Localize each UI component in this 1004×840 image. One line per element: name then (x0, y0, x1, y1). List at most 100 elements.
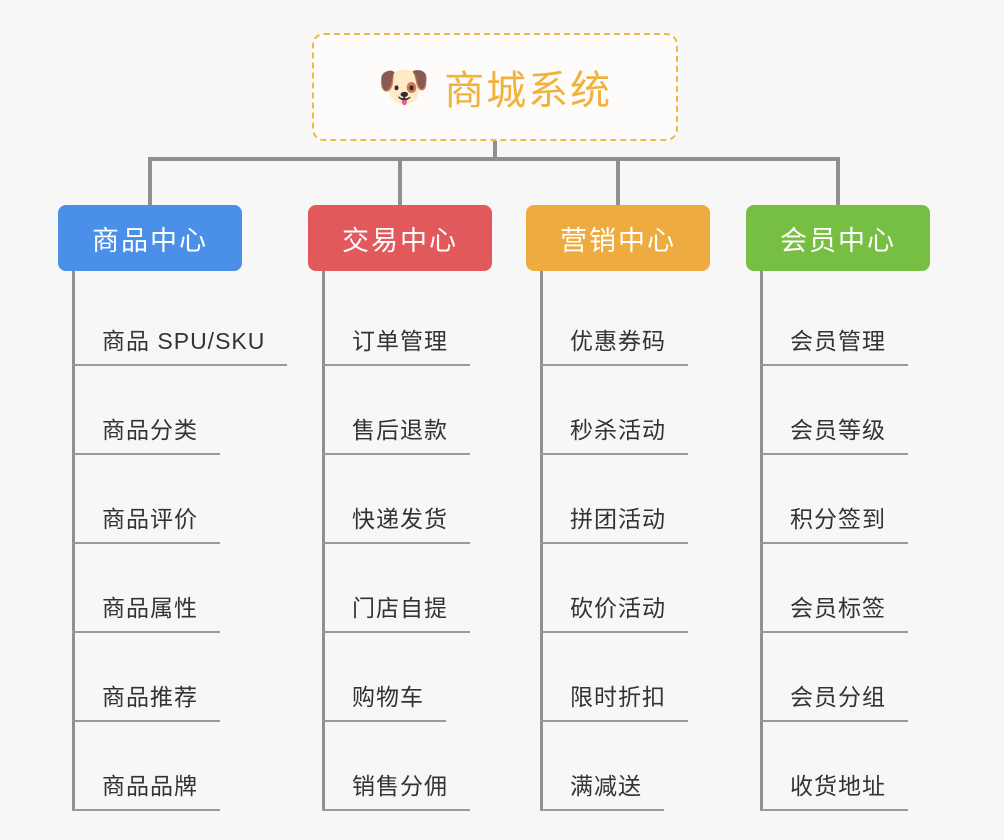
leaf-underline: 限时折扣 (540, 678, 688, 722)
leaf-item[interactable]: 商品品牌 (58, 722, 242, 811)
leaf-item[interactable]: 会员管理 (746, 277, 930, 366)
leaf-label: 销售分佣 (352, 773, 448, 799)
leaf-label: 商品品牌 (102, 773, 198, 799)
leaf-underline: 拼团活动 (540, 500, 688, 544)
leaf-item[interactable]: 商品评价 (58, 455, 242, 544)
connector-horizontal-bus (149, 157, 839, 161)
leaf-underline: 门店自提 (322, 589, 470, 633)
leaf-underline: 积分签到 (760, 500, 908, 544)
leaf-underline: 收货地址 (760, 767, 908, 811)
connector-spine-member-center (760, 271, 763, 811)
branch-marketing-center: 营销中心优惠券码秒杀活动拼团活动砍价活动限时折扣满减送 (526, 205, 710, 811)
leaf-label: 会员分组 (790, 684, 886, 710)
leaf-item[interactable]: 会员标签 (746, 544, 930, 633)
connector-spine-trade-center (322, 271, 325, 811)
leaf-item[interactable]: 会员等级 (746, 366, 930, 455)
leaf-item[interactable]: 商品分类 (58, 366, 242, 455)
branch-member-center: 会员中心会员管理会员等级积分签到会员标签会员分组收货地址 (746, 205, 930, 811)
leaf-underline: 秒杀活动 (540, 411, 688, 455)
connector-drop-member-center (836, 157, 840, 207)
leaf-underline: 商品品牌 (72, 767, 220, 811)
leaf-item[interactable]: 满减送 (526, 722, 710, 811)
connector-spine-marketing-center (540, 271, 543, 811)
leaf-item[interactable]: 限时折扣 (526, 633, 710, 722)
leaf-item[interactable]: 优惠券码 (526, 277, 710, 366)
leaf-label: 满减送 (570, 773, 642, 799)
leaf-label: 商品推荐 (102, 684, 198, 710)
leaf-underline: 快递发货 (322, 500, 470, 544)
root-title: 商城系统 (444, 69, 613, 113)
leaf-item[interactable]: 积分签到 (746, 455, 930, 544)
leaf-label: 积分签到 (790, 506, 886, 532)
connector-drop-product-center (148, 157, 152, 207)
leaf-item[interactable]: 砍价活动 (526, 544, 710, 633)
connector-drop-trade-center (398, 157, 402, 207)
leaf-list-marketing-center: 优惠券码秒杀活动拼团活动砍价活动限时折扣满减送 (526, 271, 710, 811)
leaf-label: 拼团活动 (570, 506, 666, 532)
leaf-item[interactable]: 快递发货 (308, 455, 492, 544)
leaf-label: 商品属性 (102, 595, 198, 621)
leaf-underline: 优惠券码 (540, 322, 688, 366)
leaf-label: 秒杀活动 (570, 417, 666, 443)
connector-spine-product-center (72, 271, 75, 811)
leaf-underline: 售后退款 (322, 411, 470, 455)
leaf-label: 快递发货 (352, 506, 448, 532)
leaf-underline: 会员分组 (760, 678, 908, 722)
branch-header-member-center[interactable]: 会员中心 (746, 205, 930, 271)
connector-root-stem (493, 141, 497, 161)
leaf-label: 砍价活动 (570, 595, 666, 621)
leaf-label: 订单管理 (352, 328, 448, 354)
root-node[interactable]: 🐶 商城系统 (312, 33, 678, 141)
branch-product-center: 商品中心商品 SPU/SKU 商品分类商品评价商品属性商品推荐商品品牌 (58, 205, 288, 811)
leaf-underline: 会员标签 (760, 589, 908, 633)
leaf-label: 商品 SPU/SKU (102, 328, 266, 354)
leaf-underline: 商品评价 (72, 500, 220, 544)
leaf-label: 收货地址 (790, 773, 886, 799)
leaf-label: 会员管理 (790, 328, 886, 354)
leaf-label: 售后退款 (352, 417, 448, 443)
leaf-item[interactable]: 销售分佣 (308, 722, 492, 811)
branch-header-label: 会员中心 (780, 225, 896, 256)
leaf-underline: 砍价活动 (540, 589, 688, 633)
leaf-item[interactable]: 收货地址 (746, 722, 930, 811)
branch-header-marketing-center[interactable]: 营销中心 (526, 205, 710, 271)
leaf-underline: 销售分佣 (322, 767, 470, 811)
leaf-item[interactable]: 购物车 (308, 633, 492, 722)
leaf-item[interactable]: 拼团活动 (526, 455, 710, 544)
dog-face-icon: 🐶 (377, 63, 431, 110)
leaf-underline: 会员等级 (760, 411, 908, 455)
branch-header-label: 交易中心 (342, 225, 458, 256)
leaf-item[interactable]: 会员分组 (746, 633, 930, 722)
leaf-label: 限时折扣 (570, 684, 666, 710)
leaf-item[interactable]: 商品属性 (58, 544, 242, 633)
leaf-label: 购物车 (352, 684, 424, 710)
leaf-underline: 订单管理 (322, 322, 470, 366)
leaf-item[interactable]: 售后退款 (308, 366, 492, 455)
leaf-underline: 商品 SPU/SKU (72, 322, 288, 366)
leaf-underline: 商品推荐 (72, 678, 220, 722)
leaf-underline: 会员管理 (760, 322, 908, 366)
leaf-item[interactable]: 商品推荐 (58, 633, 242, 722)
leaf-underline: 商品属性 (72, 589, 220, 633)
leaf-list-trade-center: 订单管理售后退款快递发货门店自提购物车销售分佣 (308, 271, 492, 811)
leaf-label: 会员等级 (790, 417, 886, 443)
leaf-underline: 满减送 (540, 767, 664, 811)
leaf-item[interactable]: 商品 SPU/SKU (58, 277, 288, 366)
leaf-underline: 购物车 (322, 678, 446, 722)
leaf-item[interactable]: 秒杀活动 (526, 366, 710, 455)
leaf-label: 商品评价 (102, 506, 198, 532)
leaf-label: 门店自提 (352, 595, 448, 621)
branch-trade-center: 交易中心订单管理售后退款快递发货门店自提购物车销售分佣 (308, 205, 492, 811)
leaf-label: 会员标签 (790, 595, 886, 621)
branch-header-product-center[interactable]: 商品中心 (58, 205, 242, 271)
leaf-item[interactable]: 订单管理 (308, 277, 492, 366)
leaf-item[interactable]: 门店自提 (308, 544, 492, 633)
branch-header-trade-center[interactable]: 交易中心 (308, 205, 492, 271)
branch-header-label: 商品中心 (92, 225, 208, 256)
leaf-list-member-center: 会员管理会员等级积分签到会员标签会员分组收货地址 (746, 271, 930, 811)
leaf-list-product-center: 商品 SPU/SKU 商品分类商品评价商品属性商品推荐商品品牌 (58, 271, 288, 811)
branch-header-label: 营销中心 (560, 225, 676, 256)
leaf-underline: 商品分类 (72, 411, 220, 455)
leaf-label: 商品分类 (102, 417, 198, 443)
